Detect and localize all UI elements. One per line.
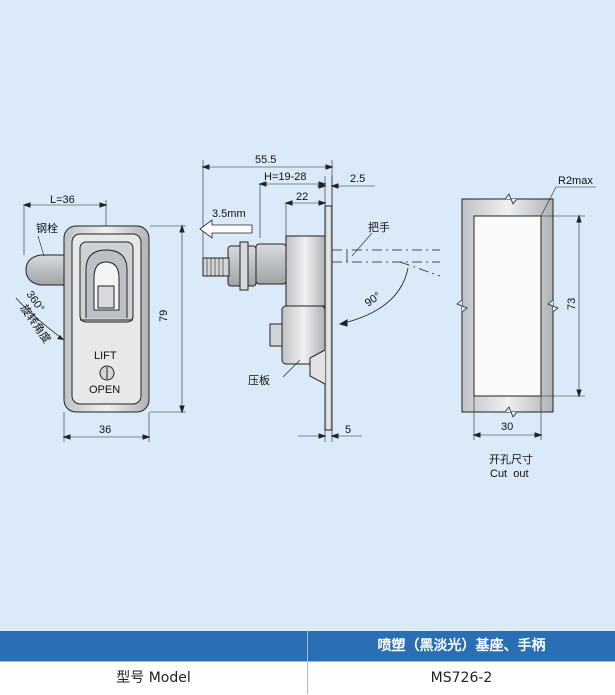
label-front-height: 79 — [158, 310, 170, 322]
label-total-length: 55.5 — [255, 154, 276, 166]
label-front-width: 36 — [99, 424, 111, 436]
label-l36: L=36 — [50, 194, 75, 206]
label-lift: LIFT — [94, 350, 117, 362]
label-cutout-en: Cut out — [490, 468, 529, 480]
label-r2max: R2max — [558, 175, 593, 187]
side-view — [199, 160, 441, 442]
front-view — [22, 200, 186, 442]
spec-table: 喷塑（黑淡光）基座、手柄 型号 Model MS726-2 — [0, 631, 615, 695]
technical-drawing: L=36 钢栓 79 36 LIFT OPEN 360° 旋转角度 — [15, 154, 596, 480]
label-angle-90: 90° — [363, 290, 384, 309]
label-bottom-5: 5 — [345, 424, 351, 436]
label-plate-thickness: 2.5 — [350, 173, 365, 185]
label-thread: 3.5mm — [212, 208, 246, 220]
label-cutout-cn: 开孔尺寸 — [489, 452, 533, 466]
table-divider — [307, 631, 308, 694]
cutout-view — [456, 186, 596, 440]
label-body-22: 22 — [296, 191, 308, 203]
label-cut-width: 30 — [501, 421, 513, 433]
label-handle: 把手 — [368, 220, 390, 234]
row-label: 型号 Model — [116, 670, 191, 686]
label-cut-height: 73 — [566, 298, 578, 310]
header-right: 喷塑（黑淡光）基座、手柄 — [377, 638, 546, 654]
label-h-range: H=19-28 — [264, 171, 307, 183]
row-value: MS726-2 — [430, 670, 493, 686]
label-open: OPEN — [89, 384, 120, 396]
label-steel-pin: 钢栓 — [36, 221, 58, 235]
label-press-plate: 压板 — [248, 373, 270, 387]
